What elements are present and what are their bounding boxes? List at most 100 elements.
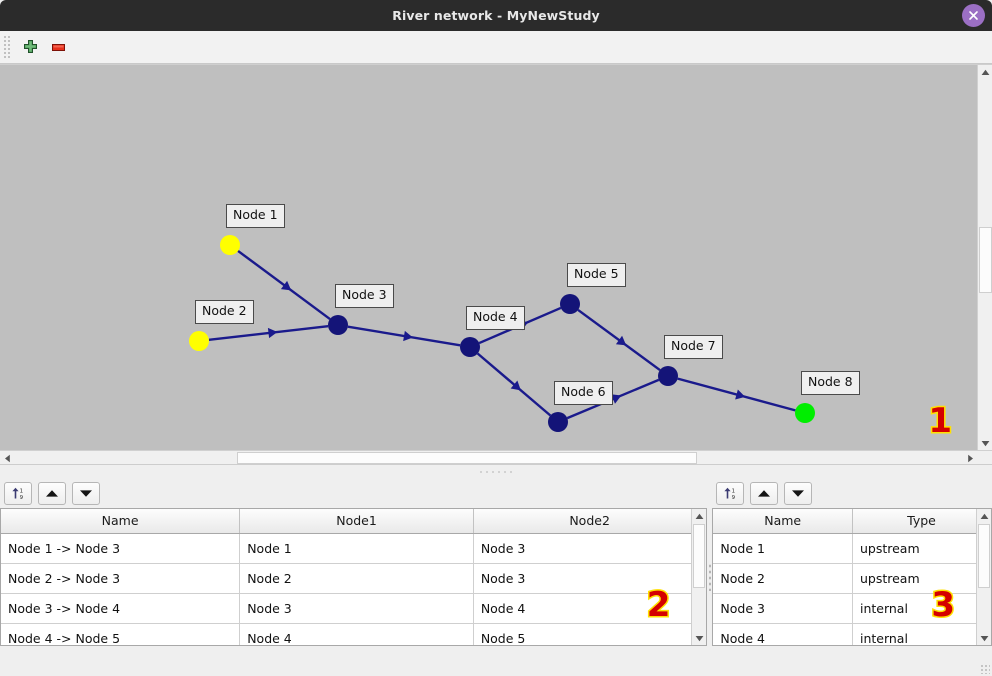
reaches-cell-3-0[interactable]: Node 4 -> Node 5 xyxy=(1,623,241,645)
nodes-cell-2-0[interactable]: Node 3 xyxy=(713,593,853,624)
graph-node-n4[interactable] xyxy=(460,337,480,357)
nodes-move-up-button[interactable] xyxy=(750,481,779,505)
edge-arrow-n3-n4 xyxy=(403,330,413,342)
window-resize-grip[interactable] xyxy=(980,664,990,674)
graph-node-label-n4[interactable]: Node 4 xyxy=(466,306,525,330)
scroll-up-button[interactable] xyxy=(978,65,992,80)
nodes-footer xyxy=(712,646,992,676)
edge-arrow-n4-n6 xyxy=(510,380,521,391)
scroll-left-button[interactable] xyxy=(0,451,14,464)
reaches-cell-3-1[interactable]: Node 4 xyxy=(239,623,474,645)
reaches-cell-1-2[interactable]: Node 3 xyxy=(473,563,707,594)
graph-node-label-n2[interactable]: Node 2 xyxy=(195,300,254,324)
reaches-move-down-button[interactable] xyxy=(72,481,100,505)
graph-node-label-n5[interactable]: Node 5 xyxy=(567,263,626,287)
horizontal-splitter[interactable] xyxy=(0,464,992,478)
network-diagram[interactable]: Node 1 Node 2 Node 3 Node 4 Node 5 Node 6 Node… xyxy=(0,65,966,451)
reaches-column-header-2[interactable]: Node2 xyxy=(473,509,707,534)
nodes-sort-button[interactable]: 1 9 xyxy=(716,481,745,505)
graph-node-label-n1[interactable]: Node 1 xyxy=(226,204,285,228)
vertical-splitter[interactable] xyxy=(707,478,713,676)
nodes-cell-3-1[interactable]: internal xyxy=(852,623,992,645)
move-up-icon xyxy=(758,489,771,497)
nodes-column-header-1[interactable]: Type xyxy=(852,509,992,534)
graph-node-label-n7[interactable]: Node 7 xyxy=(664,335,723,359)
sort-ascending-icon: 1 9 xyxy=(11,487,23,501)
nodes-scroll-up-button[interactable] xyxy=(977,509,991,523)
edge-arrow-n2-n3 xyxy=(267,327,278,339)
canvas-horizontal-scrollbar[interactable] xyxy=(0,450,992,464)
reaches-footer xyxy=(0,646,708,676)
reaches-cell-0-1[interactable]: Node 1 xyxy=(239,533,474,564)
scroll-down-button[interactable] xyxy=(978,436,992,451)
canvas-vertical-scrollbar[interactable] xyxy=(977,65,992,451)
reaches-cell-1-0[interactable]: Node 2 -> Node 3 xyxy=(1,563,241,594)
graph-node-n5[interactable] xyxy=(560,294,580,314)
edge-arrow-n6-n7 xyxy=(610,394,622,404)
graph-node-n8[interactable] xyxy=(795,403,815,423)
reaches-move-up-button[interactable] xyxy=(38,481,66,505)
sort-ascending-icon: 1 9 xyxy=(724,487,736,501)
svg-text:1: 1 xyxy=(19,488,22,494)
graph-node-label-n6[interactable]: Node 6 xyxy=(554,381,613,405)
nodes-cell-0-1[interactable]: upstream xyxy=(852,533,992,564)
triangle-down-icon xyxy=(695,635,704,641)
remove-node-button[interactable] xyxy=(44,34,72,60)
reaches-cell-3-2[interactable]: Node 5 xyxy=(473,623,707,645)
scroll-right-button[interactable] xyxy=(963,451,977,464)
reaches-vertical-scrollbar[interactable] xyxy=(691,509,707,645)
graph-node-n6[interactable] xyxy=(548,412,568,432)
nodes-cell-1-0[interactable]: Node 2 xyxy=(713,563,853,594)
add-node-button[interactable] xyxy=(16,34,44,60)
nodes-move-down-button[interactable] xyxy=(784,481,813,505)
graph-node-n1[interactable] xyxy=(220,235,240,255)
reaches-cell-1-1[interactable]: Node 2 xyxy=(239,563,474,594)
reaches-scroll-up-button[interactable] xyxy=(692,509,707,523)
close-button[interactable] xyxy=(962,4,985,27)
reaches-cell-0-2[interactable]: Node 3 xyxy=(473,533,707,564)
canvas-vscroll-thumb[interactable] xyxy=(979,227,992,293)
reaches-scroll-down-button[interactable] xyxy=(692,631,707,645)
reaches-vscroll-thumb[interactable] xyxy=(693,524,706,588)
nodes-column-header-0[interactable]: Name xyxy=(713,509,853,534)
reaches-cell-2-2[interactable]: Node 4 xyxy=(473,593,707,624)
nodes-cell-2-1[interactable]: internal xyxy=(852,593,992,624)
nodes-cell-3-0[interactable]: Node 4 xyxy=(713,623,853,645)
canvas-hscroll-thumb[interactable] xyxy=(237,452,697,464)
reaches-cell-2-1[interactable]: Node 3 xyxy=(239,593,474,624)
nodes-scroll-down-button[interactable] xyxy=(977,631,991,645)
edge-arrow-n1-n3 xyxy=(280,280,292,291)
graph-node-label-n8[interactable]: Node 8 xyxy=(801,371,860,395)
move-up-icon xyxy=(46,489,58,497)
reaches-sort-button[interactable]: 1 9 xyxy=(4,481,32,505)
graph-node-label-n3[interactable]: Node 3 xyxy=(335,284,394,308)
reaches-column-header-1[interactable]: Node1 xyxy=(239,509,474,534)
graph-node-n2[interactable] xyxy=(189,331,209,351)
nodes-vertical-scrollbar[interactable] xyxy=(976,509,991,645)
graph-node-n3[interactable] xyxy=(328,315,348,335)
vertical-splitter-grip xyxy=(708,563,712,591)
reaches-column-header-0[interactable]: Name xyxy=(1,509,241,534)
reaches-cell-0-0[interactable]: Node 1 -> Node 3 xyxy=(1,533,241,564)
nodes-cell-0-0[interactable]: Node 1 xyxy=(713,533,853,564)
triangle-up-icon xyxy=(695,513,704,519)
nodes-vscroll-thumb[interactable] xyxy=(978,524,990,588)
nodes-cell-1-1[interactable]: upstream xyxy=(852,563,992,594)
reaches-cell-2-0[interactable]: Node 3 -> Node 4 xyxy=(1,593,241,624)
graph-node-n7[interactable] xyxy=(658,366,678,386)
toolbar-drag-handle[interactable] xyxy=(2,36,11,58)
